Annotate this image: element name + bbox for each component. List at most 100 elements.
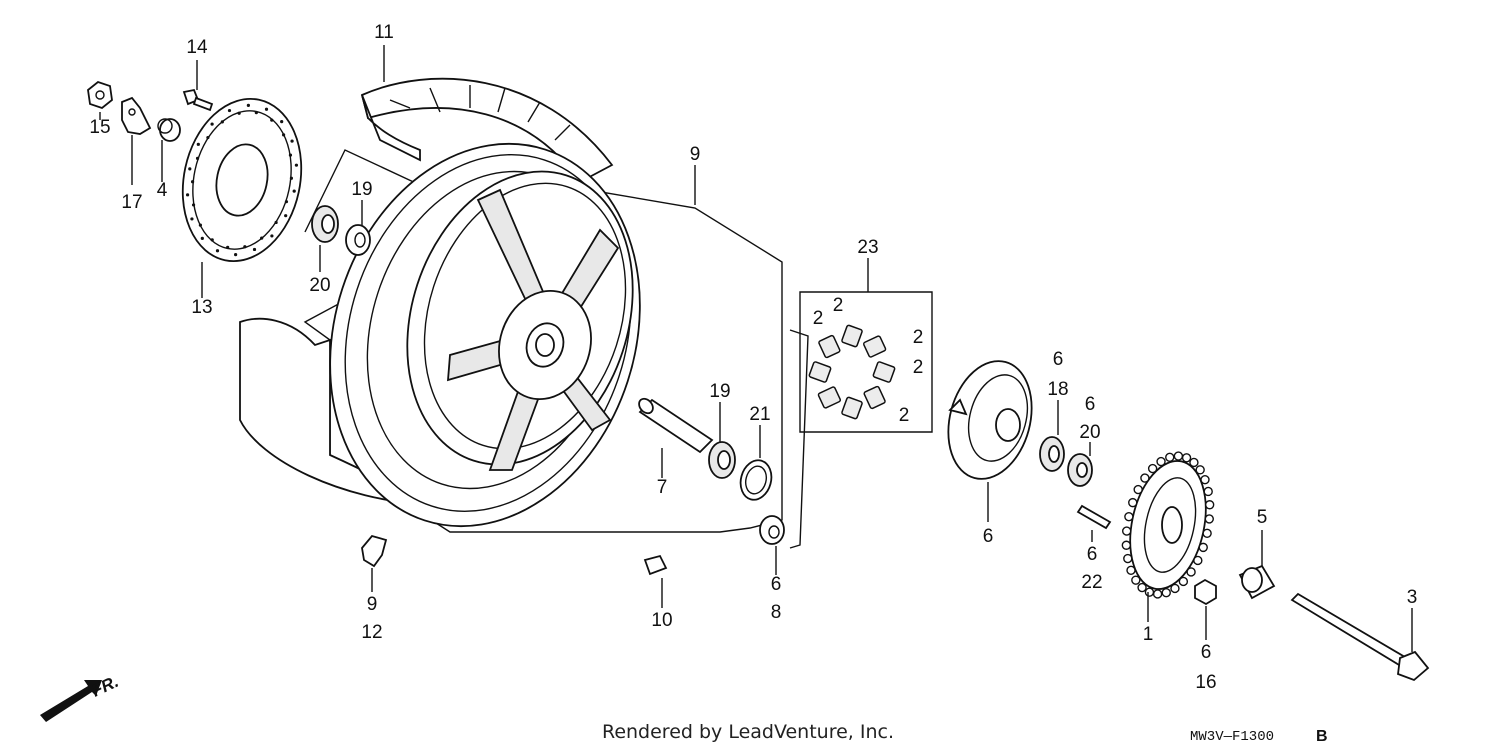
disc-hole — [195, 156, 200, 160]
disc-hole — [210, 238, 214, 242]
bearing-part-19-right — [708, 441, 736, 479]
wheel-group-bracket — [303, 149, 783, 533]
disc-hole — [274, 220, 278, 225]
callout-6-collar: 6 — [771, 574, 782, 595]
damper-leader — [789, 329, 809, 549]
collar-part-5 — [1238, 564, 1276, 600]
front-direction-label: FR. — [89, 672, 122, 701]
disc-hole — [191, 203, 196, 207]
callout-13: 13 — [191, 297, 212, 318]
bearing-part-20-left — [311, 205, 339, 243]
bolt-part-14 — [182, 88, 214, 112]
weight-part-10 — [643, 554, 668, 576]
damper-rubber — [808, 361, 832, 383]
callout-2-right-bottom: 2 — [899, 405, 910, 426]
sprocket-tooth — [1204, 514, 1214, 524]
disc-hole — [270, 234, 274, 238]
sprocket-tooth — [1178, 576, 1189, 587]
sprocket-tooth — [1126, 565, 1136, 576]
damper-rubber — [818, 334, 841, 359]
callout-19-left: 19 — [351, 179, 372, 200]
disc-hole — [226, 245, 230, 249]
sprocket-tooth — [1124, 511, 1134, 522]
callout-21: 21 — [749, 404, 770, 425]
callout-6-bearing-top: 6 — [1053, 349, 1064, 370]
bearing-part-20-right — [1067, 453, 1093, 487]
callout-20-right: 20 — [1079, 422, 1100, 443]
wheel-rim-part-9 — [329, 142, 641, 528]
damper-rubber — [863, 385, 886, 410]
nut-part-16 — [1194, 578, 1217, 606]
sprocket-tooth — [1198, 542, 1208, 553]
callout-19-right: 19 — [709, 381, 730, 402]
axle-part-3 — [1290, 592, 1430, 682]
sprocket-tooth — [1203, 486, 1213, 497]
sprocket-tooth — [1200, 474, 1210, 485]
callout-11: 11 — [374, 22, 394, 43]
disc-hole — [294, 163, 299, 167]
damper-rubber — [817, 386, 842, 409]
front-direction-arrow: FR. — [40, 672, 122, 722]
disc-hole — [196, 142, 200, 146]
callout-6-flange: 6 — [983, 526, 994, 547]
callout-9-rim: 9 — [690, 144, 701, 165]
sprocket-tooth — [1186, 567, 1196, 577]
sprocket-tooth — [1137, 582, 1147, 593]
nut-part-15 — [87, 80, 113, 110]
callout-15: 15 — [89, 117, 110, 138]
disc-hole — [237, 111, 241, 115]
disc-hole — [200, 236, 204, 240]
disc-hole — [234, 252, 238, 257]
sprocket-tooth — [1189, 457, 1199, 468]
axle-collar-part-7 — [638, 397, 714, 454]
diagram-code-suffix: B — [1316, 728, 1328, 745]
disc-hole — [254, 111, 258, 115]
callout-2-left: 2 — [813, 308, 824, 329]
callout-10: 10 — [651, 610, 672, 631]
sprocket-tooth — [1128, 497, 1138, 508]
disc-hole — [185, 193, 190, 197]
disc-hole — [284, 200, 289, 204]
sprocket-tooth — [1122, 526, 1132, 536]
diagram-code: MW3V—F1300 — [1190, 729, 1274, 745]
damper-rubber — [872, 361, 896, 383]
sprocket-tooth — [1156, 456, 1166, 467]
sprocket-tooth — [1161, 587, 1171, 598]
disc-hole — [198, 223, 202, 227]
disc-hole — [206, 135, 210, 140]
disc-hole — [210, 122, 214, 126]
damper-rubber — [841, 324, 863, 348]
collar-part-8 — [759, 515, 785, 545]
callout-2-right-mid: 2 — [913, 357, 924, 378]
sprocket-tooth — [1195, 465, 1205, 475]
damper-rubber — [862, 335, 887, 358]
bearing-part-18 — [1039, 436, 1065, 472]
callout-14: 14 — [186, 37, 208, 58]
sprocket-tooth — [1165, 452, 1175, 463]
callout-22: 22 — [1081, 572, 1102, 593]
callout-6-stud: 6 — [1087, 544, 1098, 565]
disc-hole — [190, 180, 195, 184]
sprocket-tooth — [1173, 451, 1184, 461]
disc-hole — [264, 107, 269, 111]
valve-part-12 — [361, 534, 388, 568]
bracket-part-17 — [121, 96, 152, 135]
disc-holes — [185, 103, 299, 257]
credit-text: Rendered by LeadVenture, Inc. — [602, 721, 894, 743]
sprocket-tooth — [1144, 587, 1155, 597]
sprocket-tooth — [1121, 540, 1132, 550]
sprocket-tooth — [1170, 583, 1180, 594]
callout-6-bearing-right: 6 — [1085, 394, 1096, 415]
stud-part-22 — [1076, 504, 1112, 530]
callout-12: 12 — [361, 622, 382, 643]
callout-leaders — [99, 45, 1413, 652]
disc-hole — [289, 176, 294, 180]
disc-hole — [188, 167, 192, 171]
sprocket-tooth — [1133, 484, 1143, 495]
disc-hole — [243, 245, 247, 249]
disc-hole — [270, 118, 274, 122]
callout-6-nut: 6 — [1201, 642, 1212, 663]
sprocket-tooth — [1147, 463, 1158, 474]
callout-5: 5 — [1257, 507, 1268, 528]
